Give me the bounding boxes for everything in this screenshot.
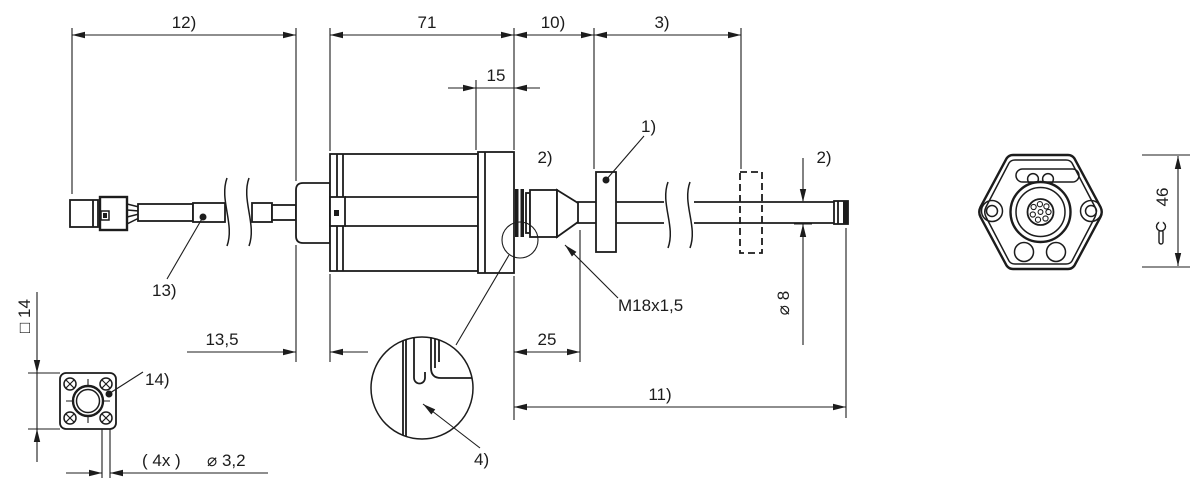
push-rod bbox=[577, 181, 849, 249]
detail-view-groove bbox=[370, 336, 474, 440]
dim-rod-diameter-8: ⌀ 8 bbox=[774, 158, 807, 345]
body-end-cap bbox=[477, 151, 515, 274]
callout-1-magnet: 1) bbox=[602, 117, 656, 184]
wrench-icon bbox=[1155, 218, 1167, 245]
dim-10: 10) bbox=[514, 13, 594, 39]
callout-2-left: 2) bbox=[537, 148, 552, 167]
dim-label: 25 bbox=[538, 330, 557, 349]
dim-15: 15 bbox=[448, 66, 540, 92]
break-symbol bbox=[223, 177, 231, 247]
callout-label: 4) bbox=[474, 450, 489, 469]
detail-marker-circle bbox=[501, 221, 539, 259]
cable bbox=[137, 177, 297, 247]
mounting-screws bbox=[63, 377, 113, 425]
hex-flange-view bbox=[978, 153, 1103, 271]
dim-3: 3) bbox=[594, 13, 741, 39]
cable-braid bbox=[192, 202, 226, 223]
dim-label: M18x1,5 bbox=[618, 296, 683, 315]
break-symbol bbox=[664, 181, 672, 249]
dim-label: 10) bbox=[541, 13, 566, 32]
dim-thread-length-25: 25 bbox=[514, 330, 580, 356]
dim-bushing-13-5: 13,5 bbox=[187, 330, 368, 356]
dim-label: 12) bbox=[172, 13, 197, 32]
square-flange-view bbox=[59, 372, 117, 478]
dim-square-14: □ 14 bbox=[15, 292, 41, 462]
detail-leader bbox=[455, 254, 510, 346]
cable-braid bbox=[251, 202, 273, 223]
callout-14-flange: 14) bbox=[105, 370, 170, 398]
dim-body-length-71: 71 bbox=[330, 13, 514, 39]
cable-connector-plug bbox=[69, 195, 140, 232]
extension-lines bbox=[28, 28, 1190, 430]
break-symbol bbox=[686, 181, 694, 249]
m12-connector-face bbox=[1026, 198, 1055, 226]
dim-rod-length-11: 11) bbox=[514, 385, 846, 411]
callout-label: 14) bbox=[145, 370, 170, 389]
sensor-body bbox=[329, 151, 515, 274]
callout-label: 13) bbox=[152, 281, 177, 300]
dim-label: ⌀ 8 bbox=[774, 291, 793, 315]
dim-label: 3) bbox=[654, 13, 669, 32]
thread-cone bbox=[529, 188, 579, 239]
callout-label: 1) bbox=[641, 117, 656, 136]
dim-label: 15 bbox=[487, 66, 506, 85]
connector-collar bbox=[1009, 180, 1072, 244]
dim-label: □ 14 bbox=[15, 299, 34, 333]
callout-2-right: 2) bbox=[816, 148, 831, 167]
lock-washers bbox=[515, 189, 531, 237]
dim-wrench-size-46: 46 bbox=[1153, 156, 1182, 266]
dim-label: 46 bbox=[1153, 188, 1172, 207]
dim-label: 13,5 bbox=[205, 330, 238, 349]
alternate-magnet-position bbox=[739, 171, 763, 254]
dim-label: ⌀ 3,2 bbox=[207, 451, 246, 470]
dim-label: 71 bbox=[418, 13, 437, 32]
break-symbol bbox=[245, 177, 253, 247]
dim-thread-m18: M18x1,5 bbox=[564, 244, 683, 315]
callout-4-groove: 4) bbox=[422, 403, 489, 469]
dim-mounting-holes: ( 4x ) ⌀ 3,2 bbox=[66, 451, 268, 477]
dim-cable-length-12: 12) bbox=[72, 13, 296, 39]
callout-13-cable-shield: 13) bbox=[152, 213, 207, 300]
cable-bushing bbox=[295, 182, 331, 244]
dim-label: ( 4x ) bbox=[142, 451, 181, 470]
dim-label: 11) bbox=[648, 385, 671, 404]
position-magnet bbox=[595, 171, 617, 253]
